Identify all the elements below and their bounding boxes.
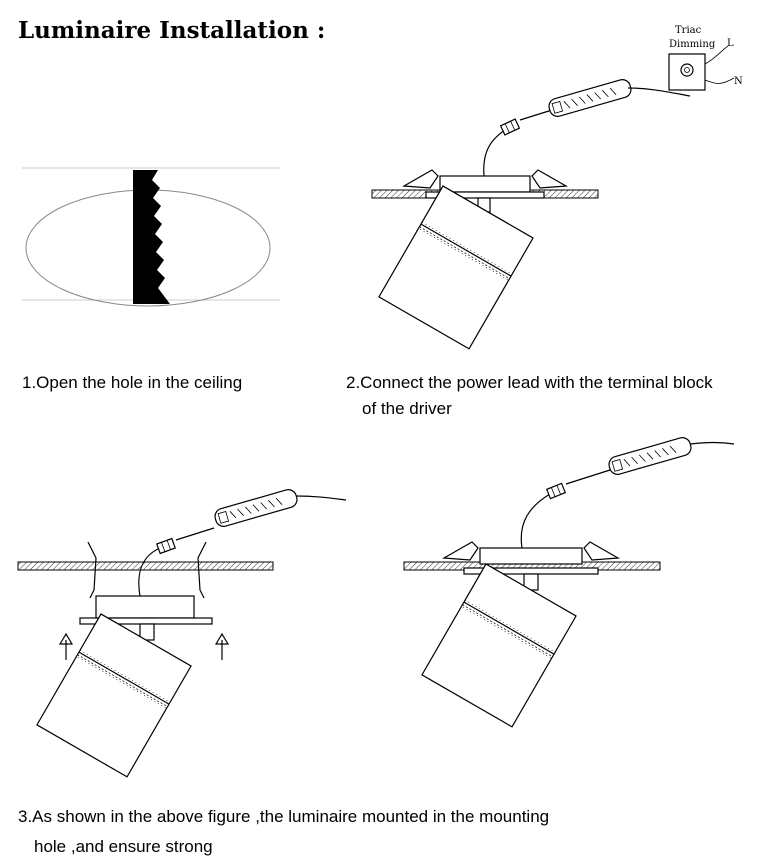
step-2-caption-line2: of the driver: [362, 399, 452, 418]
panel-open-hole: [22, 167, 280, 307]
panel-insert: [17, 487, 347, 778]
step-2-caption-line1: 2.Connect the power lead with the termin…: [346, 373, 713, 392]
step-3-caption-line1: 3.As shown in the above figure ,the lumi…: [18, 807, 549, 826]
arrow-up-icon: [58, 632, 74, 660]
saw-blade-icon: [133, 170, 170, 304]
arrow-up-icon: [214, 632, 230, 660]
live-label: L: [727, 38, 734, 49]
dimmer-knob-icon: [680, 63, 694, 77]
step-1-caption: 1.Open the hole in the ceiling: [22, 373, 242, 392]
dimmer-label-2: Dimming: [669, 39, 716, 50]
dimmer-box: [668, 53, 706, 91]
ceiling-section-3: [17, 561, 274, 571]
dimmer-label-1: Triac: [675, 25, 702, 36]
neutral-label: N: [734, 76, 743, 87]
panel-connect-power: Triac Dimming L N: [371, 25, 743, 350]
page-title: Luminaire Installation :: [18, 17, 325, 44]
panel-mounted: [403, 435, 735, 728]
step-3-caption-line2: hole ,and ensure strong: [34, 837, 213, 856]
